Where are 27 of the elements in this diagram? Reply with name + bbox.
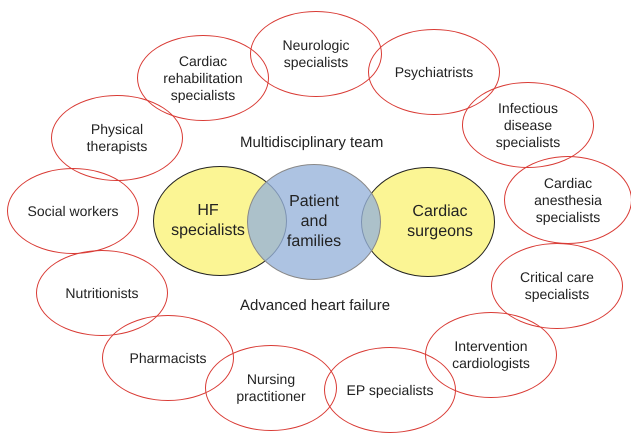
node-label: Social workers: [27, 202, 119, 220]
specialist-ellipse: [491, 243, 623, 329]
specialist-ellipse: [462, 82, 594, 168]
node-label: HF specialists: [170, 201, 246, 241]
node-label: Intervention cardiologists: [451, 338, 531, 372]
specialist-ellipse: [504, 156, 631, 244]
node-label: Patient and families: [286, 192, 342, 252]
node-label: Cardiac rehabilitation specialists: [162, 52, 244, 104]
node-label: Physical therapists: [86, 121, 148, 155]
specialist-ellipse: [137, 35, 269, 121]
node-label: Nursing practitioner: [235, 371, 307, 405]
node-label: Cardiac anesthesia specialists: [533, 174, 603, 226]
node-label: Cardiac surgeons: [406, 202, 474, 242]
caption-text: Multidisciplinary team: [240, 134, 384, 151]
caption-text: Advanced heart failure: [240, 297, 390, 314]
node-label: Critical care specialists: [519, 269, 595, 303]
node-label: Pharmacists: [129, 350, 207, 366]
node-label: Psychiatrists: [394, 64, 474, 80]
node-label: Neurologic specialists: [282, 37, 350, 71]
node-label: EP specialists: [346, 382, 434, 398]
specialist-ellipse: [7, 168, 139, 254]
specialist-ellipse: [102, 315, 234, 401]
specialist-ellipse: [368, 29, 500, 115]
node-label: Infectious disease specialists: [494, 100, 562, 150]
specialist-ellipse: [250, 11, 382, 97]
specialist-ellipse: [205, 345, 337, 431]
node-label: Nutritionists: [65, 284, 139, 302]
